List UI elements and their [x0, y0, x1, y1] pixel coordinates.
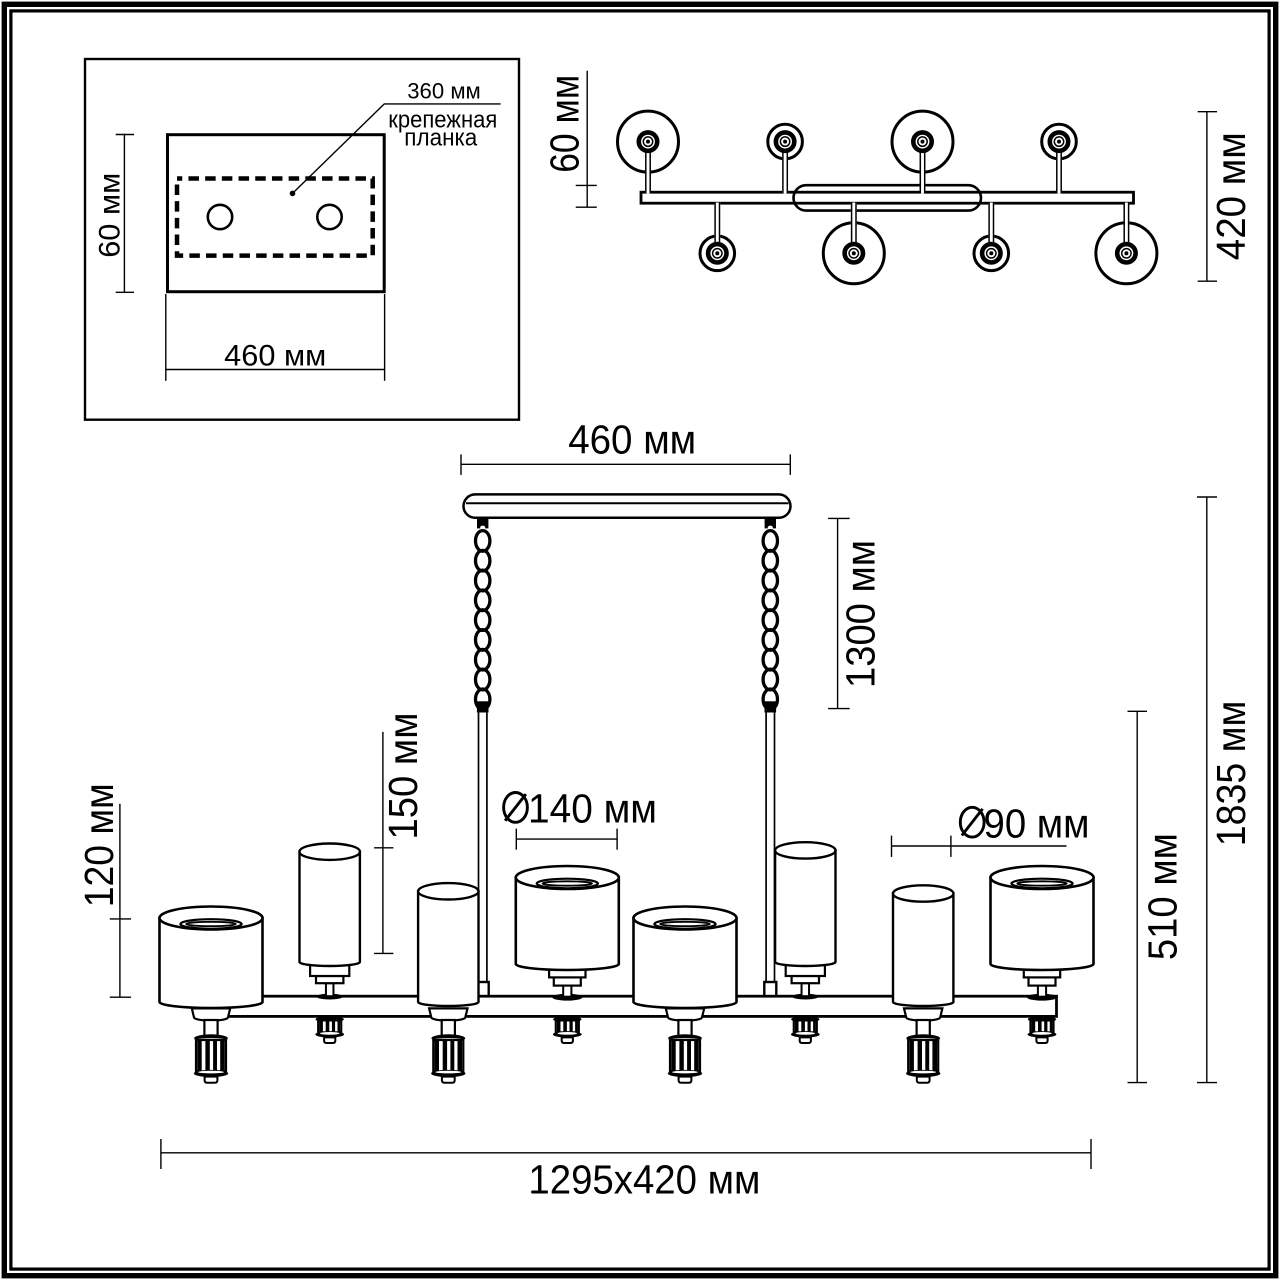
svg-text:1295x420 мм: 1295x420 мм	[528, 1156, 760, 1202]
svg-text:460 мм: 460 мм	[568, 416, 696, 462]
svg-text:420 мм: 420 мм	[1208, 132, 1254, 260]
svg-text:планка: планка	[404, 124, 478, 151]
svg-text:60 мм: 60 мм	[93, 173, 126, 258]
svg-text:120 мм: 120 мм	[76, 783, 122, 907]
svg-text:140 мм: 140 мм	[528, 786, 657, 832]
svg-text:460 мм: 460 мм	[224, 340, 326, 373]
svg-text:60 мм: 60 мм	[542, 75, 588, 173]
svg-text:1300 мм: 1300 мм	[838, 540, 884, 688]
svg-text:1835 мм: 1835 мм	[1208, 701, 1254, 847]
svg-text:90 мм: 90 мм	[984, 801, 1090, 847]
svg-text:510 мм: 510 мм	[1140, 833, 1186, 960]
svg-text:крепежная: крепежная	[388, 106, 497, 133]
svg-text:150 мм: 150 мм	[380, 713, 426, 840]
svg-text:360 мм: 360 мм	[407, 78, 481, 103]
